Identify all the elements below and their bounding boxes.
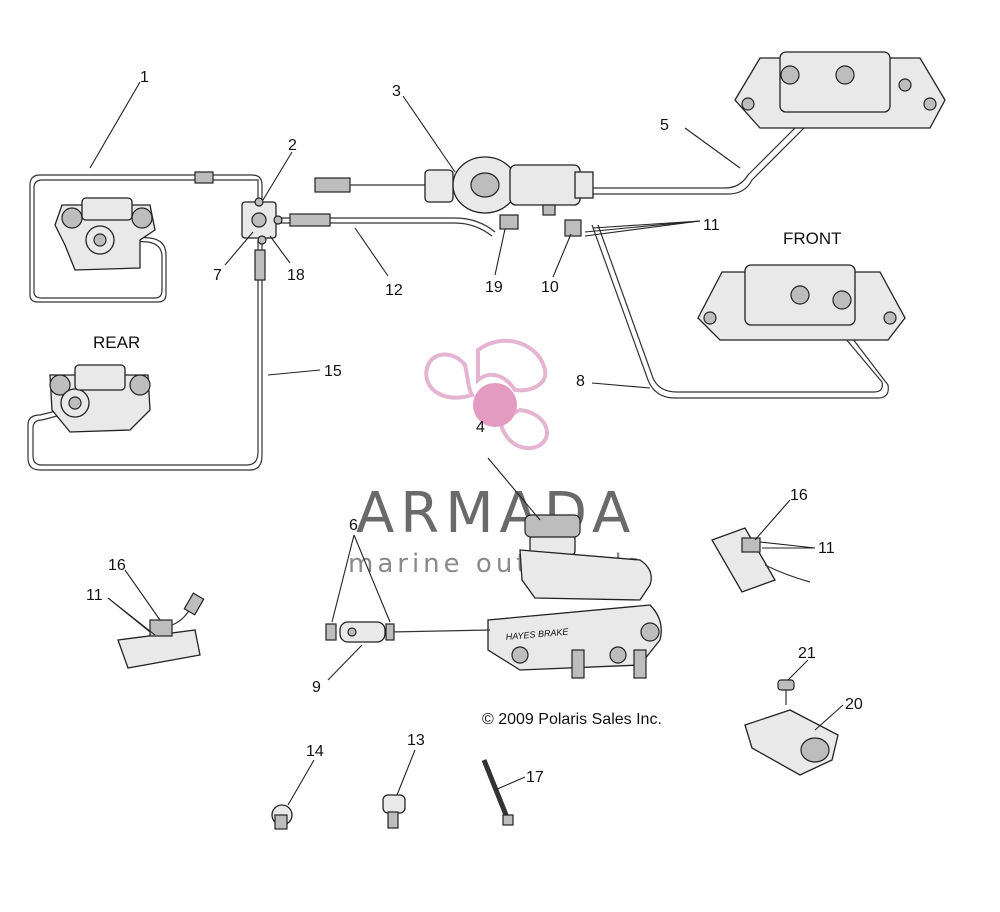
callout-5: 5 bbox=[660, 117, 669, 134]
brake-line-15 bbox=[27, 240, 263, 471]
clip-14 bbox=[271, 804, 293, 830]
front-brake-switch bbox=[711, 527, 811, 593]
brake-junction-block bbox=[241, 197, 283, 245]
callout-15: 15 bbox=[324, 363, 342, 380]
callout-7: 7 bbox=[213, 267, 222, 284]
callout-6: 6 bbox=[349, 517, 358, 534]
front-caliper-upper bbox=[734, 51, 946, 129]
callout-2: 2 bbox=[288, 137, 297, 154]
leader-lines bbox=[89, 81, 844, 806]
region-rear: REAR bbox=[93, 333, 140, 352]
brake-line-12 bbox=[280, 217, 496, 233]
callout-8: 8 bbox=[576, 373, 585, 390]
callout-16-right: 16 bbox=[790, 487, 808, 504]
front-caliper-lower bbox=[697, 264, 906, 341]
callout-18: 18 bbox=[287, 267, 305, 284]
rear-caliper-upper bbox=[54, 197, 156, 271]
rear-caliper-lower bbox=[49, 364, 151, 433]
callout-12: 12 bbox=[385, 282, 403, 299]
callout-21: 21 bbox=[798, 645, 816, 662]
callout-4: 4 bbox=[476, 419, 485, 436]
region-front: FRONT bbox=[783, 229, 842, 248]
mounting-bracket bbox=[744, 679, 839, 776]
callout-17: 17 bbox=[526, 769, 544, 786]
brake-line-1 bbox=[29, 174, 263, 303]
callout-13: 13 bbox=[407, 732, 425, 749]
watermark-brand: ARMADA bbox=[356, 481, 636, 546]
watermark-logo bbox=[424, 338, 549, 451]
proportioning-valve bbox=[314, 156, 594, 237]
callout-11-left: 11 bbox=[86, 587, 103, 604]
callout-10: 10 bbox=[541, 279, 559, 296]
callout-1: 1 bbox=[140, 69, 149, 86]
callout-9: 9 bbox=[312, 679, 321, 696]
callout-20: 20 bbox=[845, 696, 863, 713]
cable-tie-17 bbox=[481, 759, 514, 826]
clevis-pushrod bbox=[325, 621, 395, 643]
master-cylinder: HAYES BRAKE bbox=[389, 514, 662, 679]
copyright: © 2009 Polaris Sales Inc. bbox=[482, 711, 662, 728]
callout-11-right: 11 bbox=[818, 540, 835, 557]
callout-14: 14 bbox=[306, 743, 324, 760]
rear-brake-switch bbox=[117, 592, 205, 669]
brake-line-8 bbox=[591, 224, 889, 399]
watermark-logo-center bbox=[473, 383, 517, 427]
callout-16-left: 16 bbox=[108, 557, 126, 574]
clip-13 bbox=[382, 794, 406, 829]
callout-3: 3 bbox=[392, 83, 401, 100]
callout-11-top: 11 bbox=[703, 217, 720, 234]
brake-line-5 bbox=[590, 117, 806, 189]
callout-19: 19 bbox=[485, 279, 503, 296]
